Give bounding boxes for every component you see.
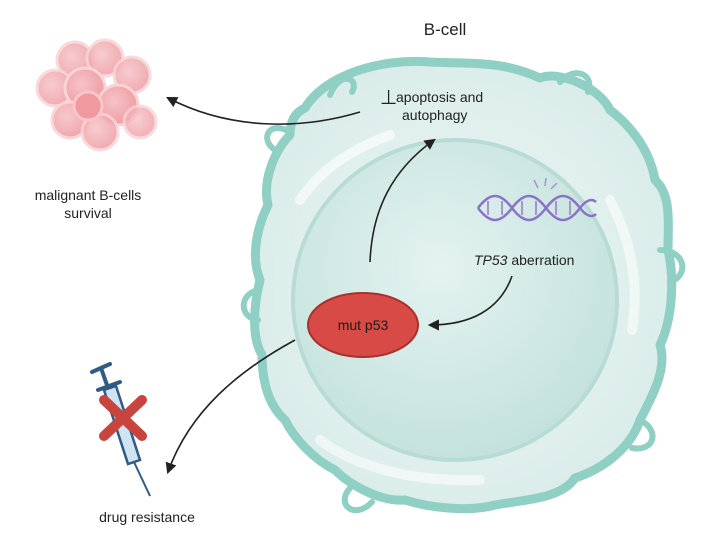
- tp53-aberration-label: TP53 aberration: [474, 252, 574, 268]
- cytoplasm-fold: [295, 130, 395, 205]
- membrane-ruffle: [341, 485, 375, 514]
- dna-icon: [477, 177, 597, 222]
- mut-p53-node: mut p53: [307, 292, 419, 358]
- arrow-apoptosis-to-survival: [166, 96, 361, 125]
- membrane-ruffle: [629, 417, 656, 452]
- apoptosis-autophagy-label: ⊥ apoptosis and autophagy: [380, 87, 483, 123]
- cytoplasm-fold: [605, 195, 640, 335]
- apoptosis-line2: autophagy: [402, 107, 467, 123]
- inhibit-symbol: ⊥: [380, 87, 397, 109]
- membrane-ruffle: [264, 125, 289, 153]
- cross-mark-icon: [99, 395, 147, 441]
- nucleus: [291, 138, 619, 462]
- membrane-ruffle: [240, 287, 261, 323]
- mut-p53-label: mut p53: [338, 317, 389, 333]
- arrow-p53-to-apoptosis: [369, 138, 436, 263]
- arrow-p53-to-drug-resistance: [165, 339, 296, 475]
- cytoplasm-fold: [315, 435, 485, 486]
- arrow-tp53-to-mut-p53: [427, 275, 513, 331]
- b-cell: [240, 56, 686, 514]
- malignant-line2: survival: [64, 205, 111, 221]
- tp53-gene: TP53: [474, 252, 508, 268]
- malignant-line1: malignant B-cells: [35, 187, 142, 203]
- drug-resistance-label: drug resistance: [99, 509, 195, 525]
- diagram-title: B-cell: [424, 20, 467, 39]
- apoptosis-line1: apoptosis and: [396, 89, 483, 105]
- membrane-ruffle: [327, 75, 357, 98]
- tp53-aberration-text: aberration: [507, 252, 574, 268]
- mut-p53-ellipse: [307, 292, 419, 358]
- membrane-ruffle: [657, 247, 686, 285]
- membrane-ruffle: [557, 70, 593, 95]
- cell-cluster-icon: [35, 38, 158, 152]
